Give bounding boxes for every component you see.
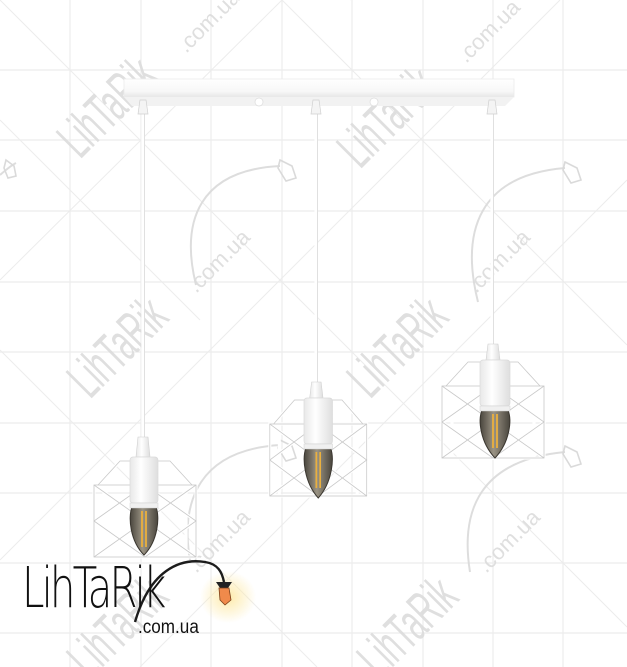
svg-text:.com.ua: .com.ua — [172, 0, 246, 57]
svg-text:.com.ua: .com.ua — [182, 224, 256, 298]
logo-lantern-graphic — [133, 560, 256, 623]
logo-brand-text: LihTaRik — [22, 556, 166, 621]
svg-text:LihTaRik: LihTaRik — [347, 566, 470, 667]
pendant-center — [268, 381, 369, 499]
pendant-left — [92, 436, 198, 559]
cables — [141, 104, 494, 440]
brand-logo: LihTaRik .com.ua — [18, 555, 258, 655]
svg-text:LihTaRik: LihTaRik — [327, 56, 450, 179]
pendant-right — [440, 343, 546, 460]
ceiling-canopy-bar — [123, 78, 515, 107]
svg-text:.com.ua: .com.ua — [472, 504, 546, 578]
svg-text:.com.ua: .com.ua — [452, 0, 526, 67]
logo-domain-text: .com.ua — [138, 617, 199, 638]
svg-text:LihTaRik: LihTaRik — [57, 286, 180, 409]
